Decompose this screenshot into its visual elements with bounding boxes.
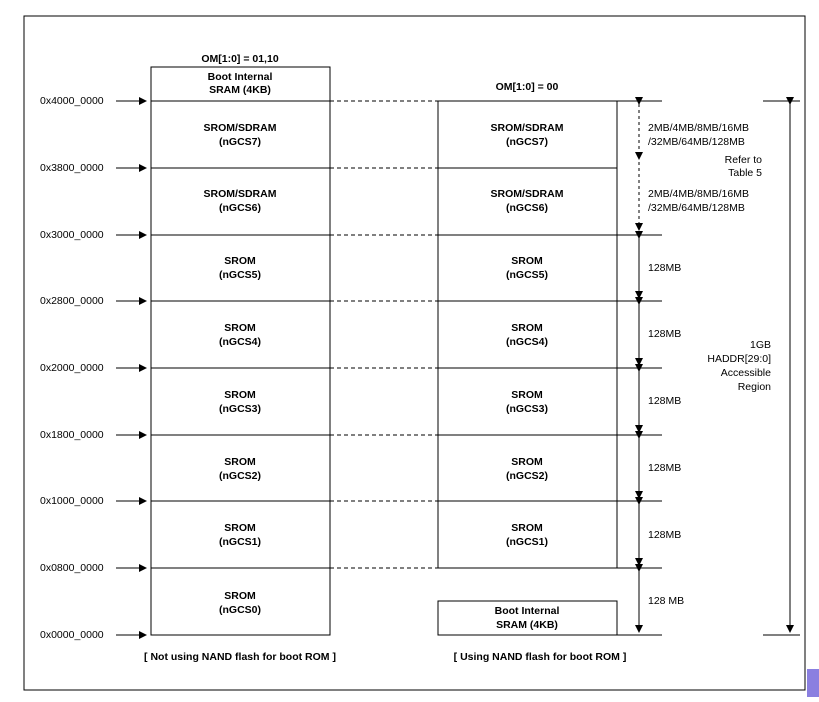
right-memory-column: SROM/SDRAM (nGCS7) SROM/SDRAM (nGCS6) SR… (437, 100, 618, 636)
bank6-size-line1: 2MB/4MB/8MB/16MB (648, 188, 749, 200)
left-caption: [ Not using NAND flash for boot ROM ] (144, 651, 336, 663)
right-caption: [ Using NAND flash for boot ROM ] (454, 651, 627, 663)
left-bank-nGCS6-type: SROM/SDRAM (204, 188, 277, 200)
bank0-size: 128 MB (648, 595, 684, 607)
right-boot-sram-line2: SRAM (4KB) (496, 619, 558, 631)
size-labels: 2MB/4MB/8MB/16MB /32MB/64MB/128MB Refer … (648, 122, 771, 607)
address-label: 0x4000_0000 (40, 95, 104, 107)
total-line1: 1GB (750, 339, 771, 351)
left-bank-nGCS5-type: SROM (224, 255, 256, 267)
left-bank-nGCS2 (150, 434, 331, 502)
left-bank-nGCS5 (150, 234, 331, 302)
total-line3: Accessible (721, 367, 771, 379)
left-bank-nGCS7-type: SROM/SDRAM (204, 122, 277, 134)
bank2-size: 128MB (648, 462, 681, 474)
left-bank-nGCS7-id: (nGCS7) (219, 136, 261, 148)
left-bank-nGCS1-id: (nGCS1) (219, 536, 261, 548)
left-bank-nGCS0-id: (nGCS0) (219, 604, 261, 616)
left-header-line1: Boot Internal (208, 71, 273, 83)
left-bank-nGCS6 (150, 167, 331, 236)
right-bank-nGCS3-type: SROM (511, 389, 543, 401)
left-bank-nGCS2-id: (nGCS2) (219, 470, 261, 482)
bank6-size-line2: /32MB/64MB/128MB (648, 202, 745, 214)
left-bank-nGCS4-id: (nGCS4) (219, 336, 261, 348)
left-bank-nGCS1-type: SROM (224, 522, 256, 534)
right-bank-nGCS2-id: (nGCS2) (506, 470, 548, 482)
left-bank-nGCS3-id: (nGCS3) (219, 403, 261, 415)
dashed-connectors (330, 100, 438, 569)
address-label: 0x2000_0000 (40, 362, 104, 374)
left-bank-nGCS3-type: SROM (224, 389, 256, 401)
right-mode-label: OM[1:0] = 00 (496, 81, 559, 93)
address-label: 0x2800_0000 (40, 295, 104, 307)
corner-decoration (807, 669, 819, 697)
bank4-size: 128MB (648, 328, 681, 340)
address-label: 0x1800_0000 (40, 429, 104, 441)
right-bank-nGCS3 (437, 367, 618, 436)
left-header-block (150, 66, 331, 102)
right-bank-nGCS7-id: (nGCS7) (506, 136, 548, 148)
right-bank-nGCS4 (437, 300, 618, 369)
right-bank-nGCS5-type: SROM (511, 255, 543, 267)
right-boot-sram-block (437, 600, 618, 636)
bank7-size-line1: 2MB/4MB/8MB/16MB (648, 122, 749, 134)
right-bank-nGCS7 (437, 100, 618, 169)
size-arrows (635, 97, 794, 633)
left-bank-nGCS4 (150, 300, 331, 369)
left-bank-nGCS6-id: (nGCS6) (219, 202, 261, 214)
total-line4: Region (738, 381, 771, 393)
address-label: 0x0800_0000 (40, 562, 104, 574)
right-bank-nGCS4-id: (nGCS4) (506, 336, 548, 348)
address-label: 0x1000_0000 (40, 495, 104, 507)
address-label: 0x0000_0000 (40, 629, 104, 641)
size-ticks (617, 100, 800, 636)
bank1-size: 128MB (648, 529, 681, 541)
right-bank-nGCS1-id: (nGCS1) (506, 536, 548, 548)
address-axis: 0x4000_0000 0x3800_0000 0x3000_0000 0x28… (40, 95, 147, 641)
right-bank-nGCS7-type: SROM/SDRAM (491, 122, 564, 134)
left-memory-column: Boot Internal SRAM (4KB) SROM/SDRAM (nGC… (150, 66, 331, 636)
left-bank-nGCS0 (150, 567, 331, 636)
left-bank-nGCS0-type: SROM (224, 590, 256, 602)
right-bank-nGCS5-id: (nGCS5) (506, 269, 548, 281)
left-mode-label: OM[1:0] = 01,10 (201, 53, 278, 65)
left-bank-nGCS4-type: SROM (224, 322, 256, 334)
bank5-size: 128MB (648, 262, 681, 274)
address-label: 0x3800_0000 (40, 162, 104, 174)
diagram-frame (23, 15, 806, 691)
right-boot-sram-line1: Boot Internal (495, 605, 560, 617)
right-bank-nGCS3-id: (nGCS3) (506, 403, 548, 415)
right-bank-nGCS4-type: SROM (511, 322, 543, 334)
left-bank-nGCS1 (150, 500, 331, 569)
left-header-line2: SRAM (4KB) (209, 84, 271, 96)
left-bank-nGCS3 (150, 367, 331, 436)
right-bank-nGCS6-type: SROM/SDRAM (491, 188, 564, 200)
right-bank-nGCS1-type: SROM (511, 522, 543, 534)
left-bank-nGCS5-id: (nGCS5) (219, 269, 261, 281)
refer-note-line1: Refer to (725, 154, 763, 166)
address-label: 0x3000_0000 (40, 229, 104, 241)
left-bank-nGCS7 (150, 100, 331, 169)
bank7-size-line2: /32MB/64MB/128MB (648, 136, 745, 148)
total-line2: HADDR[29:0] (707, 353, 771, 365)
right-bank-nGCS6-id: (nGCS6) (506, 202, 548, 214)
right-bank-nGCS5 (437, 234, 618, 302)
right-bank-nGCS2 (437, 434, 618, 502)
right-bank-nGCS1 (437, 500, 618, 569)
bank3-size: 128MB (648, 395, 681, 407)
right-bank-nGCS2-type: SROM (511, 456, 543, 468)
refer-note-line2: Table 5 (728, 167, 762, 179)
left-bank-nGCS2-type: SROM (224, 456, 256, 468)
